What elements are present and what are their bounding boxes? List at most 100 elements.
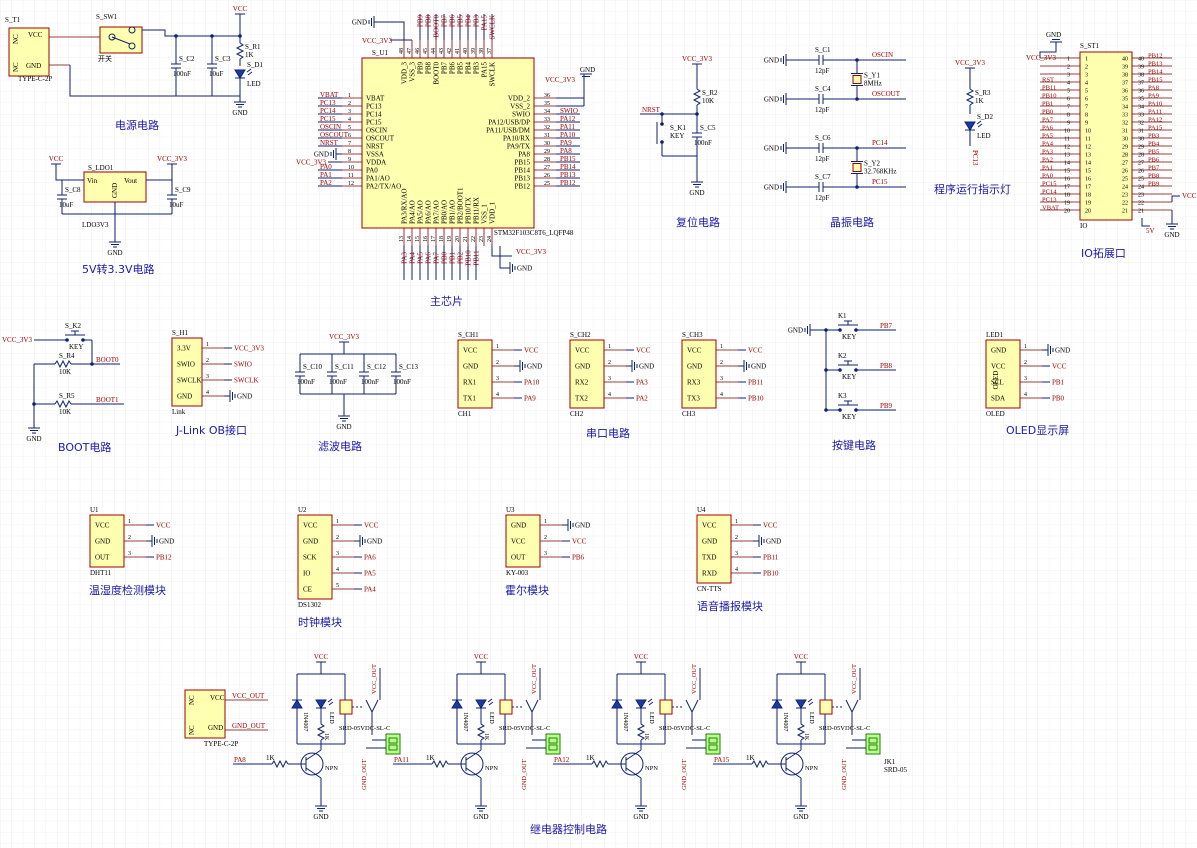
ground-label: GND — [766, 538, 781, 546]
net-label: PB10 — [763, 570, 779, 578]
output-terminal — [545, 733, 561, 755]
capacitor-ref: S_C8 — [65, 186, 81, 194]
mcu-pin-label: PA3/RX/AO — [401, 188, 409, 224]
net-label: PB6 — [1148, 157, 1160, 164]
pin-number: 13 — [399, 236, 405, 242]
terminal-pin — [708, 744, 718, 751]
led-ray — [327, 698, 333, 703]
power-label: VCC_3V3 — [516, 248, 546, 256]
pin-number: 33 — [544, 117, 550, 123]
mcu-pin-label: PB11/RX — [473, 197, 481, 224]
resistor-value: 10K — [59, 368, 71, 376]
net-label: PC15 — [1042, 181, 1056, 188]
net-label: PB11 — [1042, 85, 1056, 92]
switch-contact — [128, 42, 136, 50]
switch-contact — [108, 33, 116, 41]
pin-number: 4 — [1024, 392, 1027, 398]
pin-label: GND — [177, 393, 192, 401]
net-label: PB14 — [560, 163, 576, 171]
module-ref: U1 — [90, 506, 99, 514]
pin-number: 27 — [544, 165, 550, 171]
transistor-label: NPN — [325, 765, 338, 772]
mcu-pin-label: PA5/AO — [417, 200, 425, 224]
led-value: LED — [808, 712, 814, 724]
net-label: PB15 — [1148, 77, 1162, 84]
pin-number: 6 — [1085, 97, 1088, 103]
led-diode-icon — [315, 699, 327, 709]
section-title-boot: BOOT电路 — [58, 441, 111, 454]
net-label: PA11 — [560, 123, 576, 131]
switch-lever — [111, 36, 131, 45]
mcu-pin-label: VDD_2 — [508, 95, 531, 103]
pin-number: 1 — [496, 344, 499, 350]
pin-number: 8 — [348, 149, 351, 155]
net-label: PA6 — [1042, 125, 1054, 132]
net-label: PA9 — [524, 395, 536, 403]
pin-number: 25 — [1122, 177, 1128, 183]
transistor-label: NPN — [485, 765, 498, 772]
mcu-pin-label: PA11/USB/DM — [486, 127, 531, 135]
capacitor-value: 12pF — [815, 67, 830, 75]
net-label: BOOT0 — [96, 356, 119, 364]
pin-number: 2 — [608, 360, 611, 366]
mcu-pin-label: OSCIN — [366, 127, 387, 135]
net-label: PB3 — [1148, 133, 1159, 140]
ground-label: GND — [764, 184, 779, 192]
pin-number: 30 — [1122, 137, 1128, 143]
capacitor-value: 100nF — [393, 378, 411, 386]
pin-number: 3 — [496, 376, 499, 382]
pin-number: 19 — [1064, 201, 1070, 207]
resistor-zigzag — [692, 88, 702, 106]
pin-number: 45 — [423, 48, 429, 54]
net-label: OSCOUT — [872, 90, 901, 98]
net-label: PC13 — [1042, 197, 1056, 204]
mcu-pin-label: PA9/TX — [507, 143, 530, 151]
resistor-zigzag — [636, 723, 646, 741]
pin-number: 17 — [1085, 185, 1091, 191]
net-label: PA12 — [554, 756, 570, 764]
net-label: PA2 — [1042, 157, 1053, 164]
pin-number: 40 — [1122, 57, 1128, 63]
resistor-ref: S_R4 — [59, 352, 75, 360]
output-terminal — [705, 733, 721, 755]
transistor-label: NPN — [805, 765, 818, 772]
pin-number: 15 — [1085, 169, 1091, 175]
capacitor-ref: S_C5 — [700, 124, 716, 132]
pin-label: VCC — [511, 538, 526, 546]
ground-label: GND — [793, 813, 808, 821]
ldo-ref: S_LDO1 — [88, 164, 114, 172]
module-name: Link — [172, 408, 186, 416]
mcu-pin-label: PA4/AO — [409, 200, 417, 224]
pin-number: 15 — [415, 236, 421, 242]
junction-dot — [210, 34, 214, 38]
led-ray — [246, 68, 252, 73]
module-ref: S_CH1 — [458, 331, 479, 339]
wire — [465, 767, 482, 779]
pin-number: 1 — [608, 344, 611, 350]
pin-number: 2 — [336, 535, 339, 541]
wire — [1039, 42, 1057, 58]
pin-label: Vin — [87, 177, 98, 185]
led-ray — [247, 71, 253, 76]
led-value: LED — [977, 132, 991, 140]
junction-dot — [855, 146, 859, 150]
section-title-hall: 霍尔模块 — [505, 584, 549, 597]
net-label: VCC_OUT — [851, 664, 858, 694]
diode-label: 1N4007 — [302, 712, 308, 731]
pin-number: 5 — [348, 125, 351, 131]
net-label: VBAT — [320, 91, 339, 99]
pin-label: TX1 — [463, 395, 476, 403]
ground-label: GND — [517, 265, 532, 273]
net-label: PB13 — [1148, 61, 1162, 68]
junction-dot — [81, 338, 85, 342]
section-title-uart: 串口电路 — [586, 427, 630, 440]
net-label: PB14 — [1148, 69, 1163, 76]
capacitor-value: 12pF — [815, 106, 830, 114]
ground-label: GND — [352, 19, 367, 27]
net-label: VBAT — [1042, 205, 1059, 212]
mcu-pin-label: PB0/AO — [441, 200, 449, 224]
vin-wire — [55, 164, 84, 181]
power-label: VCC — [1182, 192, 1197, 200]
net-label: PA15 — [481, 15, 489, 31]
